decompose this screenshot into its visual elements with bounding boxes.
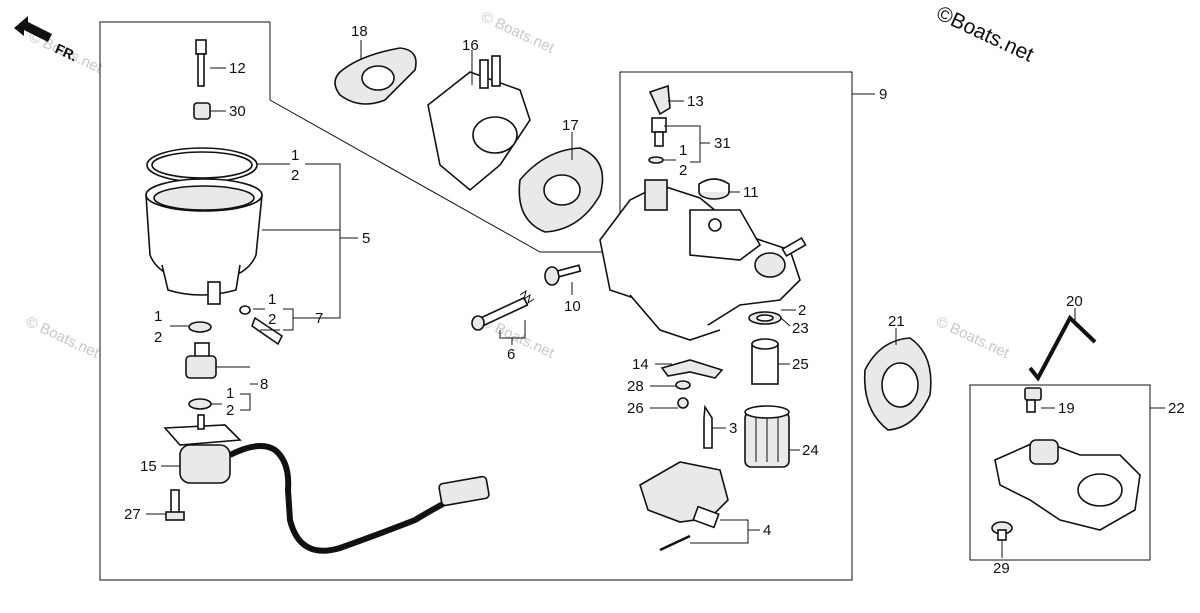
- part-27-bolt: [165, 489, 185, 521]
- callout-28: 28: [627, 378, 644, 395]
- callout-labels: 12 30 1 2 5 1 2 7 1 2 8 1 2 15 27 18 16 …: [124, 23, 1185, 577]
- callout-26: 26: [627, 400, 644, 417]
- callout-2: 2: [226, 402, 234, 419]
- part-1-washer: [188, 321, 212, 333]
- part-3-float-valve: [703, 404, 713, 449]
- callout-10: 10: [564, 298, 581, 315]
- callout-20: 20: [1066, 293, 1083, 310]
- part-8-main-jet: [185, 342, 217, 379]
- callout-14: 14: [632, 356, 649, 373]
- part-1-washer-b: [188, 398, 212, 410]
- callout-18: 18: [351, 23, 368, 40]
- part-19-bolt: [1024, 387, 1042, 413]
- part-14-plate: [660, 359, 724, 379]
- callout-2: 2: [291, 167, 299, 184]
- part-30-nut: [193, 102, 211, 120]
- callout-1: 1: [268, 291, 276, 308]
- callout-1: 1: [291, 147, 299, 164]
- part-5-float-bowl: [145, 178, 263, 305]
- callout-4: 4: [763, 522, 771, 539]
- callout-2: 2: [268, 311, 276, 328]
- callout-29: 29: [993, 560, 1010, 577]
- callout-21: 21: [888, 313, 905, 330]
- part-4-float-chamber: [639, 461, 729, 552]
- part-15-fuel-cut-solenoid: [163, 414, 490, 554]
- part-17-gasket: [518, 147, 604, 233]
- part-9-carburetor-body: [599, 179, 807, 341]
- group-frame-22: [969, 384, 1151, 561]
- callout-30: 30: [229, 103, 246, 120]
- callout-3: 3: [729, 420, 737, 437]
- callout-1: 1: [679, 142, 687, 159]
- part-21-gasket: [863, 337, 932, 431]
- callout-7: 7: [315, 310, 323, 327]
- watermark: © Boats.net: [478, 8, 557, 57]
- callout-13: 13: [687, 93, 704, 110]
- part-29-bolt: [991, 521, 1013, 541]
- callout-22: 22: [1168, 400, 1185, 417]
- part-20-rod: [1028, 314, 1097, 382]
- callout-12: 12: [229, 60, 246, 77]
- part-26-screw: [677, 397, 689, 409]
- callout-1: 1: [226, 385, 234, 402]
- callout-23: 23: [792, 320, 809, 337]
- callout-9: 9: [879, 86, 887, 103]
- callout-1: 1: [154, 308, 162, 325]
- callout-16: 16: [462, 37, 479, 54]
- callout-6: 6: [507, 346, 515, 363]
- part-6-throttle-stop-screw: [471, 289, 535, 331]
- callout-31: 31: [714, 135, 731, 152]
- callout-19: 19: [1058, 400, 1075, 417]
- callout-5: 5: [362, 230, 370, 247]
- part-28-washer: [675, 380, 691, 390]
- callout-25: 25: [792, 356, 809, 373]
- part-22-choke-bracket: [994, 439, 1141, 531]
- part-13-choke-knob: [648, 84, 671, 147]
- part-18-gasket: [334, 47, 417, 105]
- copyright-text: ©Boats.net: [933, 2, 1037, 67]
- part-12-bolt: [195, 39, 207, 87]
- part-16-insulator: [427, 55, 531, 192]
- callout-17: 17: [562, 117, 579, 134]
- callout-15: 15: [140, 458, 157, 475]
- callout-27: 27: [124, 506, 141, 523]
- outer-frame: [99, 21, 853, 581]
- callout-24: 24: [802, 442, 819, 459]
- part-10-pilot-screw: [544, 264, 582, 286]
- watermark: © Boats.net: [933, 313, 1012, 362]
- watermark: © Boats.net: [23, 313, 102, 362]
- part-24-filter: [744, 405, 790, 468]
- part-7-drain-screw: [239, 305, 284, 346]
- callout-2: 2: [798, 302, 806, 319]
- part-25-float: [751, 338, 779, 385]
- callout-11: 11: [743, 184, 759, 201]
- leader-lines: [146, 40, 1165, 558]
- front-direction-arrow-icon: [14, 16, 52, 42]
- callout-2: 2: [154, 329, 162, 346]
- part-1-o-ring-c: [648, 156, 664, 164]
- callout-2: 2: [679, 162, 687, 179]
- part-11-cap: [698, 178, 730, 200]
- callout-8: 8: [260, 376, 268, 393]
